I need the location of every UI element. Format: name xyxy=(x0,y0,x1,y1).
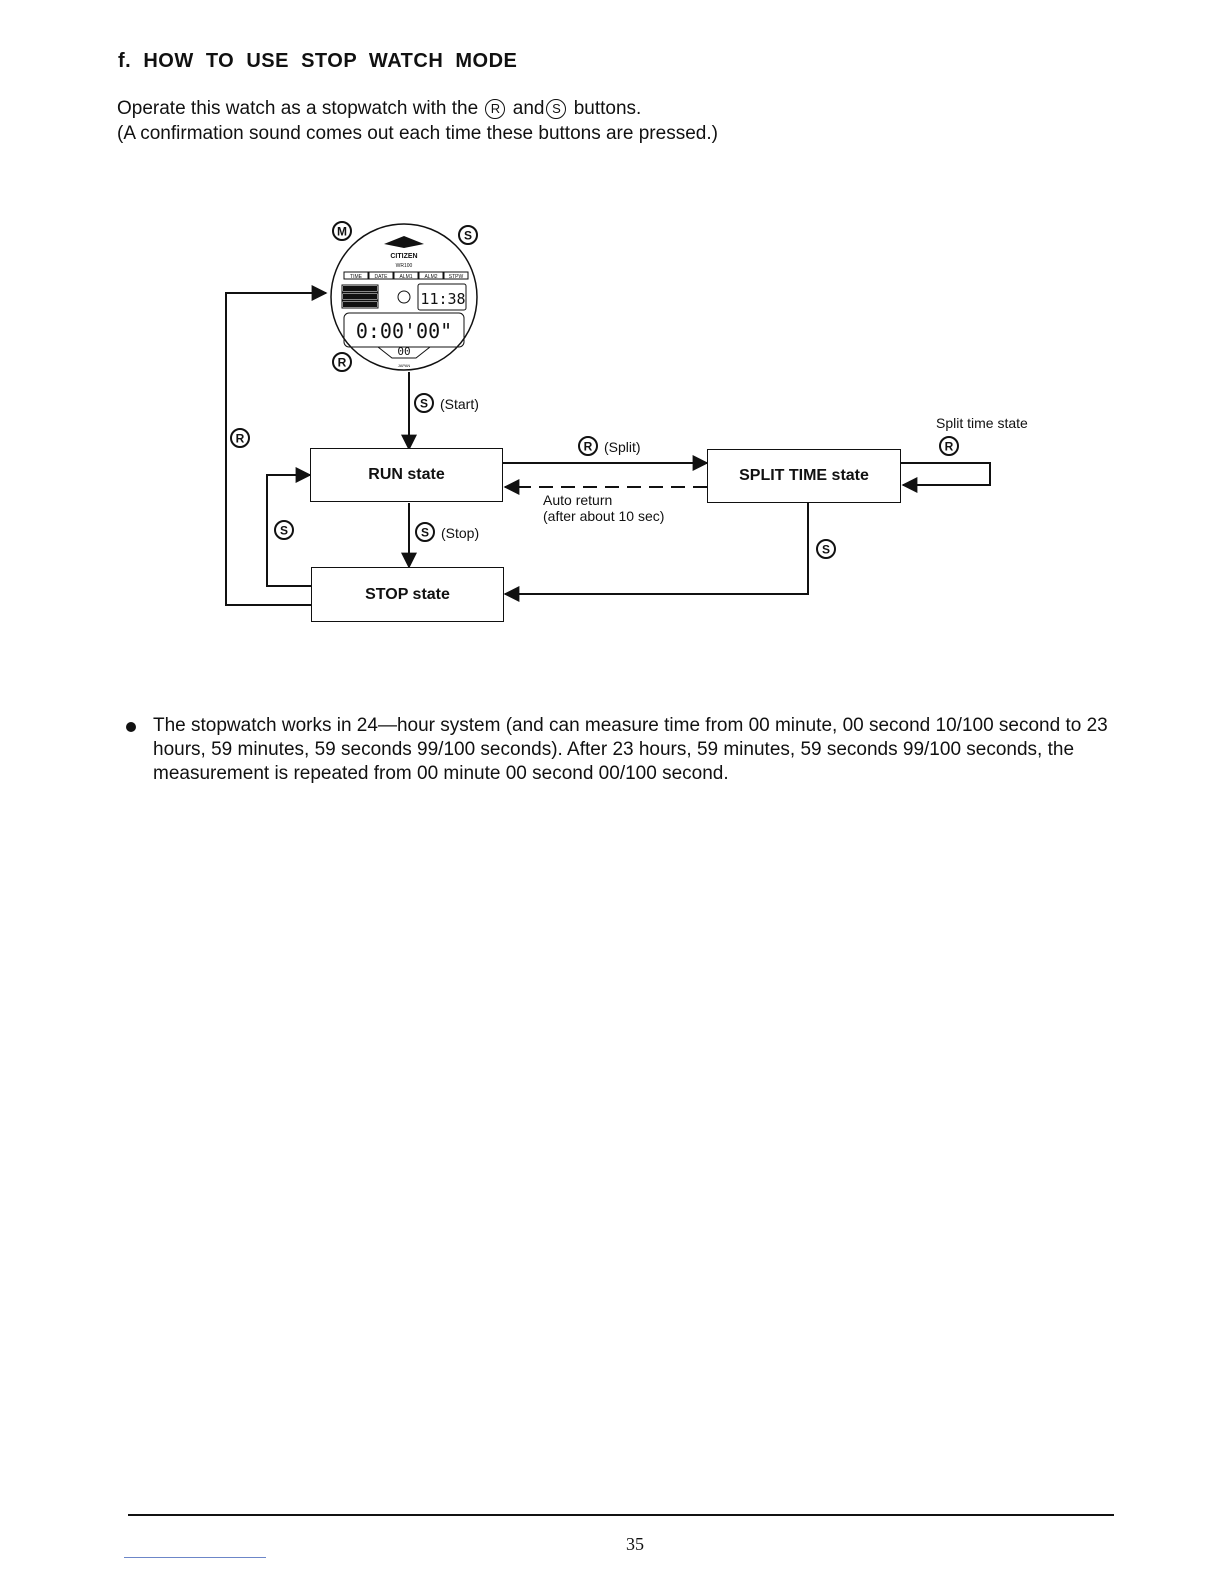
s-split-to-stop-marker: S xyxy=(816,539,836,559)
watch-mode-label: ALM1 xyxy=(399,274,412,280)
intro-line-2: (A confirmation sound comes out each tim… xyxy=(117,123,718,144)
r-split-marker: R xyxy=(578,436,598,456)
split-state-label: SPLIT TIME state xyxy=(739,467,869,484)
watch-mode-box xyxy=(393,271,419,280)
watch-mode-label: ALM2 xyxy=(424,274,437,280)
auto-return-line-1: Auto return xyxy=(543,492,613,508)
svg-text:M: M xyxy=(337,225,347,239)
svg-text:R: R xyxy=(236,432,245,446)
bullet-paragraph: The stopwatch works in 24—hour system (a… xyxy=(126,714,1116,786)
svg-text:S: S xyxy=(464,229,472,243)
watch-mode-box xyxy=(443,271,469,280)
split-self-loop-arrow xyxy=(901,462,991,493)
stop-state-box: STOP state xyxy=(311,567,504,622)
intro-text-and: and xyxy=(512,98,545,119)
page-heading: f. HOW TO USE STOP WATCH MODE xyxy=(118,50,518,72)
watch-mode-label: TIME xyxy=(350,274,363,280)
stop-label: (Stop) xyxy=(441,525,480,541)
s-start-marker: S xyxy=(414,393,434,413)
r-reset-marker: R xyxy=(230,428,250,448)
intro-paragraph: Operate this watch as a stopwatch with t… xyxy=(117,96,718,146)
watch-sub-digits: 00 xyxy=(397,345,410,358)
intro-text-1: Operate this watch as a stopwatch with t… xyxy=(117,98,479,119)
svg-text:S: S xyxy=(280,524,288,538)
page-number: 35 xyxy=(626,1534,644,1554)
s-button-icon: S xyxy=(546,99,567,119)
watch-mode-row: TIME DATE ALM1 ALM2 STPW xyxy=(343,271,469,280)
auto-return-note: Auto return (after about 10 sec) xyxy=(543,492,664,524)
r-split-self-marker: R xyxy=(939,436,959,456)
run-state-label: RUN state xyxy=(368,466,445,483)
svg-text:R: R xyxy=(584,440,593,454)
watch-brand: CITIZEN xyxy=(390,253,417,260)
reset-arrow xyxy=(225,285,328,606)
watch-mode-box xyxy=(343,271,369,280)
svg-text:S: S xyxy=(822,543,830,557)
footer-rule xyxy=(128,1514,1114,1516)
svg-text:R: R xyxy=(338,356,347,370)
restart-arrow xyxy=(266,467,312,587)
intro-text-2: buttons. xyxy=(573,98,642,119)
bullet-dot-icon xyxy=(126,722,136,732)
auto-return-line-2: (after about 10 sec) xyxy=(543,508,665,524)
r-button-icon: R xyxy=(485,99,506,119)
svg-text:R: R xyxy=(945,440,954,454)
run-state-box: RUN state xyxy=(310,448,503,502)
s-button-marker-watch: S xyxy=(458,225,478,245)
watch-origin: JAPAN xyxy=(398,363,411,368)
split-label: (Split) xyxy=(604,439,641,455)
watch-illustration: CITIZEN WR100 TIME DATE ALM1 ALM2 STPW 11:38… xyxy=(330,223,478,371)
svg-text:S: S xyxy=(420,397,428,411)
watch-mode-label: DATE xyxy=(375,274,389,280)
watch-mode-box xyxy=(368,271,394,280)
watch-model: WR100 xyxy=(396,263,413,269)
watch-mode-label: STPW xyxy=(449,274,464,280)
svg-text:S: S xyxy=(421,526,429,540)
split-to-stop-arrow xyxy=(503,503,809,602)
blue-underline xyxy=(124,1557,266,1558)
watch-mode-box xyxy=(418,271,444,280)
intro-line-1: Operate this watch as a stopwatch with t… xyxy=(117,96,718,121)
watch-small-time: 11:38 xyxy=(420,290,465,308)
stop-state-label: STOP state xyxy=(365,585,450,603)
split-state-box: SPLIT TIME state xyxy=(707,449,901,503)
m-button-marker: M xyxy=(332,221,352,241)
bullet-text: The stopwatch works in 24—hour system (a… xyxy=(153,715,1108,784)
split-time-state-label: Split time state xyxy=(936,415,1028,431)
s-stop-marker: S xyxy=(415,522,435,542)
s-restart-marker: S xyxy=(274,520,294,540)
state-diagram: CITIZEN WR100 TIME DATE ALM1 ALM2 STPW 11:38… xyxy=(225,221,991,606)
start-label: (Start) xyxy=(440,396,479,412)
watch-main-digits: 0:00'00" xyxy=(356,319,452,343)
r-button-marker-watch: R xyxy=(332,352,352,372)
